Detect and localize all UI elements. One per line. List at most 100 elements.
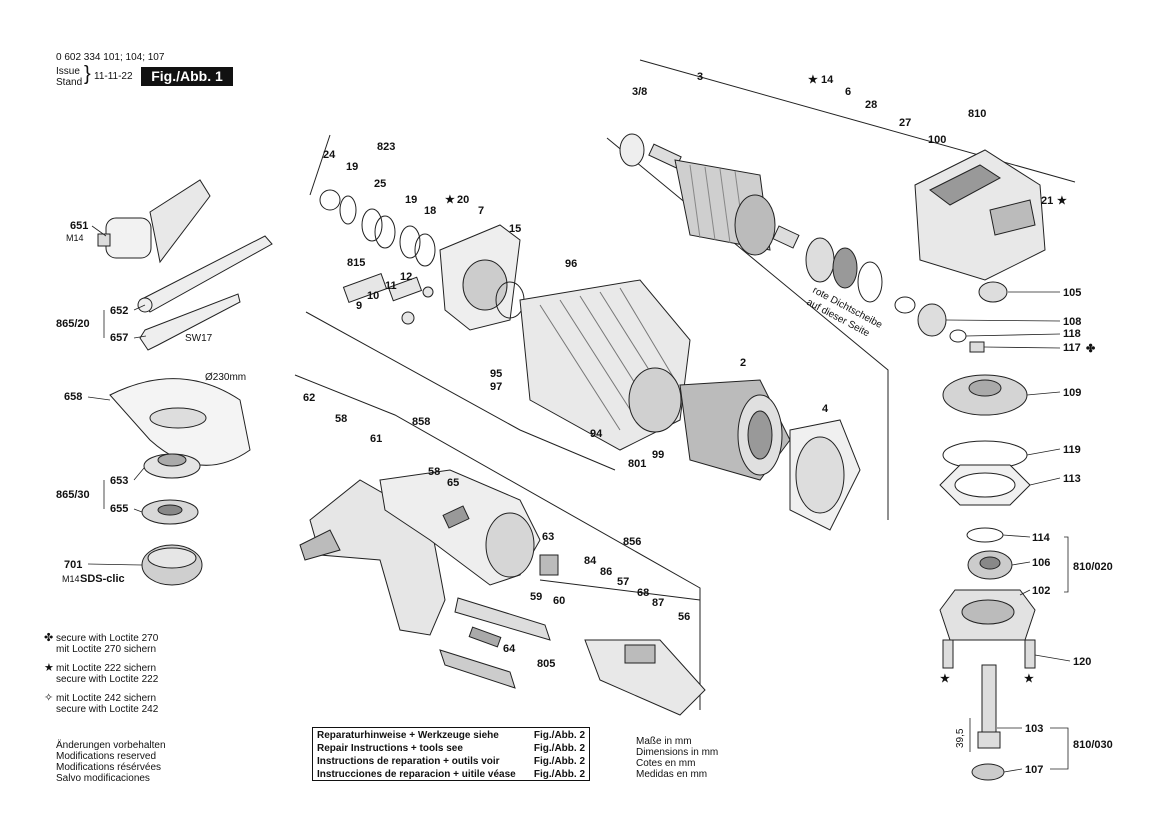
dims-en: Dimensions in mm [636, 747, 719, 758]
label-119: 119 [1063, 444, 1081, 456]
label-68: 68 [637, 587, 649, 599]
label-701: 701 [64, 559, 82, 571]
label-102: 102 [1032, 585, 1050, 597]
label-118: 118 [1063, 328, 1081, 340]
stand-label: Stand [56, 77, 83, 88]
issue-label: Issue [56, 66, 80, 77]
repair-row: Repair Instructions + tools see Fig./Abb.… [317, 742, 585, 755]
legend-loctite-270: ✤ secure with Loctite 270 mit Loctite 27… [44, 633, 159, 656]
label-64: 64 [503, 643, 516, 655]
label-805: 805 [537, 658, 555, 670]
label-801: 801 [628, 458, 646, 470]
label-87: 87 [652, 597, 664, 609]
label-3-8: 3/8 [632, 86, 647, 98]
label-62: 62 [303, 392, 315, 404]
legend-270-line1: secure with Loctite 270 [56, 633, 159, 644]
cable-805 [439, 597, 551, 689]
nut-107 [971, 763, 1005, 781]
label-84: 84 [584, 555, 597, 567]
label-21-star: ★ [1057, 195, 1067, 207]
label-7: 7 [478, 205, 484, 217]
frame-line-handle [294, 374, 701, 710]
legend-loctite-222: ★ mit Loctite 222 sichern secure with Lo… [44, 663, 158, 686]
label-657: 657 [110, 332, 128, 344]
bearing-106 [967, 550, 1013, 580]
note-de: Änderungen vorbehalten [56, 740, 166, 751]
label-655: 655 [110, 503, 128, 515]
label-39-5: 39,5 [955, 728, 966, 748]
repair-ref: Fig./Abb. 2 [533, 730, 585, 741]
label-57: 57 [617, 576, 629, 588]
repair-ref: Fig./Abb. 2 [533, 769, 585, 780]
legend-loctite-242: ✧ mit Loctite 242 sichern secure with Lo… [44, 693, 158, 716]
frame-line-mid [305, 311, 616, 471]
label-815: 815 [347, 257, 365, 269]
brush-parts-823 [319, 189, 436, 267]
label-103: 103 [1025, 723, 1043, 735]
label-856: 856 [623, 536, 641, 548]
label-120-star-right: ★ [1024, 673, 1034, 685]
label-18: 18 [424, 205, 436, 217]
dims-fr: Cotes en mm [636, 758, 696, 769]
brace-glyph: } [84, 63, 91, 85]
label-113: 113 [1063, 473, 1081, 485]
label-21: 21 [1041, 195, 1053, 207]
gear-housing-810 [914, 149, 1046, 281]
switch-856 [584, 639, 706, 716]
label-58: 58 [335, 413, 347, 425]
label-m14-b: M14 [62, 574, 80, 584]
repair-ref: Fig./Abb. 2 [533, 743, 585, 754]
armature-3 [619, 133, 800, 256]
model-numbers: 0 602 334 101; 104; 107 [56, 52, 165, 63]
dims-de: Maße in mm [636, 736, 692, 747]
bearing-flange-102 [939, 589, 1036, 641]
label-63: 63 [542, 531, 554, 543]
label-58-b: 58 [428, 466, 440, 478]
label-60: 60 [553, 595, 565, 607]
label-65: 65 [447, 477, 459, 489]
legend-270-line2: mit Loctite 270 sichern [56, 644, 157, 655]
clamp-nut-655 [141, 499, 199, 525]
label-9: 9 [356, 300, 362, 312]
frame-line-switch [539, 579, 701, 601]
label-653: 653 [110, 475, 128, 487]
label-20-star: ★ [445, 194, 455, 206]
issue-date: 11-11-22 [94, 71, 133, 82]
label-14-star: ★ [808, 74, 818, 86]
label-810-020: 810/020 [1073, 561, 1113, 573]
label-99: 99 [652, 449, 664, 461]
label-sw17: SW17 [185, 333, 213, 344]
label-105: 105 [1063, 287, 1081, 299]
label-56: 56 [678, 611, 690, 623]
label-94: 94 [590, 428, 603, 440]
frame-line-brush-left [309, 134, 331, 196]
bevel-gear-109 [942, 374, 1028, 416]
bearing-parts-14-6-28 [805, 237, 883, 303]
motor-housing-96 [519, 279, 691, 451]
label-12: 12 [400, 271, 412, 283]
label-114: 114 [1032, 532, 1051, 544]
legend-222-line1: mit Loctite 222 sichern [56, 663, 157, 674]
flange-653 [143, 453, 201, 479]
side-handle-651 [97, 179, 211, 264]
label-19-b: 19 [405, 194, 417, 206]
label-25: 25 [374, 178, 386, 190]
note-fr: Modifications résérvées [56, 762, 162, 773]
figure-number: Fig./Abb. 1 [141, 67, 233, 86]
repair-row: Instructions de reparation + outils voir… [317, 755, 585, 768]
repair-row: Instrucciones de reparacion + uitile véa… [317, 768, 585, 781]
field-coil-2 [679, 379, 791, 481]
label-61: 61 [370, 433, 382, 445]
legend-242-line1: mit Loctite 242 sichern [56, 693, 157, 704]
label-19: 19 [346, 161, 358, 173]
loctite-242-icon: ✧ [44, 692, 54, 704]
circlip-114 [966, 527, 1004, 543]
open-spanner-657 [139, 293, 241, 351]
label-11: 11 [385, 280, 397, 292]
repair-text: Repair Instructions + tools see [317, 743, 463, 754]
label-100: 100 [928, 134, 946, 146]
label-823: 823 [377, 141, 395, 153]
